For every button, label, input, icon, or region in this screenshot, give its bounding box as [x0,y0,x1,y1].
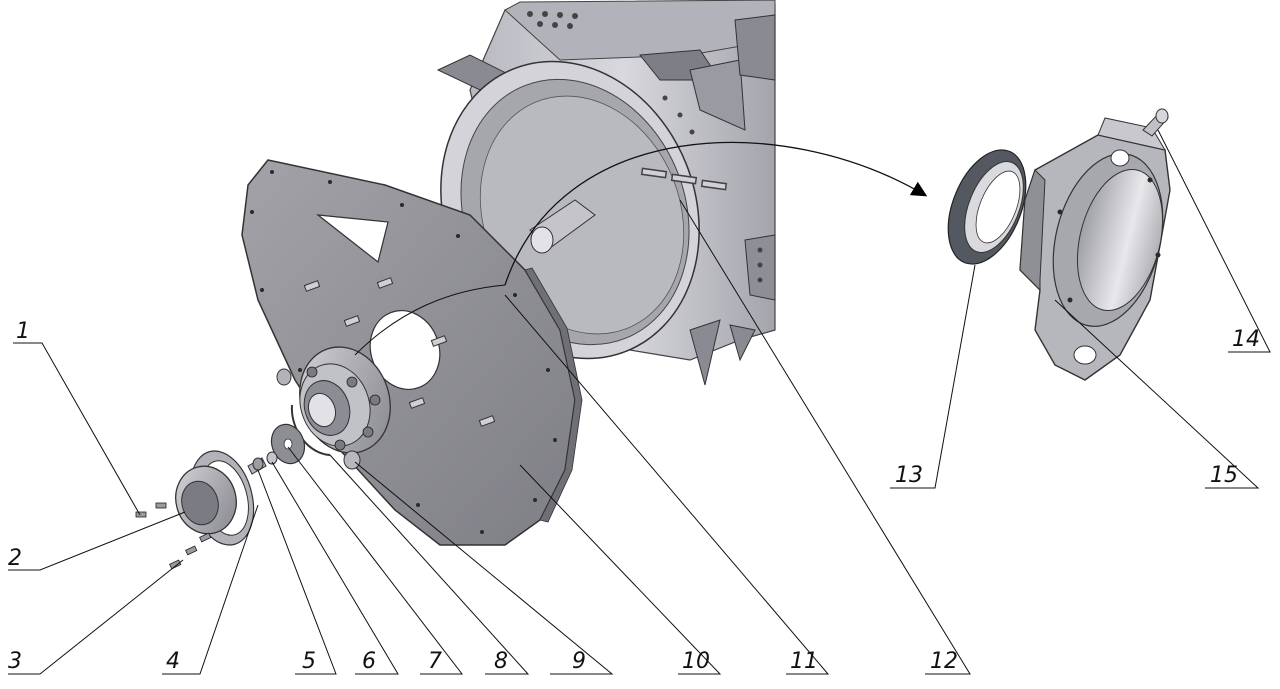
small-parts [247,423,306,475]
callout-labels: 1 2 3 4 5 6 7 8 9 10 11 12 13 14 15 [8,319,1260,674]
callout-7: 7 [428,649,442,674]
end-cap-group [135,450,255,570]
callout-3: 3 [8,649,22,674]
callout-1: 1 [16,319,30,344]
leader-lines [8,129,1271,675]
callout-5: 5 [302,649,316,674]
callout-4: 4 [166,649,180,674]
bearing-hub [276,346,391,470]
callout-2: 2 [8,546,22,571]
callout-14: 14 [1232,327,1260,352]
callout-8: 8 [494,649,508,674]
callout-13: 13 [895,463,923,488]
callout-9: 9 [572,649,586,674]
seal-ring [947,149,1027,265]
end-plate [241,159,583,546]
assembly-direction-arrow [504,141,928,286]
callout-15: 15 [1210,463,1238,488]
callout-6: 6 [362,649,376,674]
axis-line [354,284,506,356]
callout-12: 12 [930,649,958,674]
flange-housing [1019,108,1171,381]
callout-11: 11 [790,649,818,674]
callout-10: 10 [682,649,710,674]
